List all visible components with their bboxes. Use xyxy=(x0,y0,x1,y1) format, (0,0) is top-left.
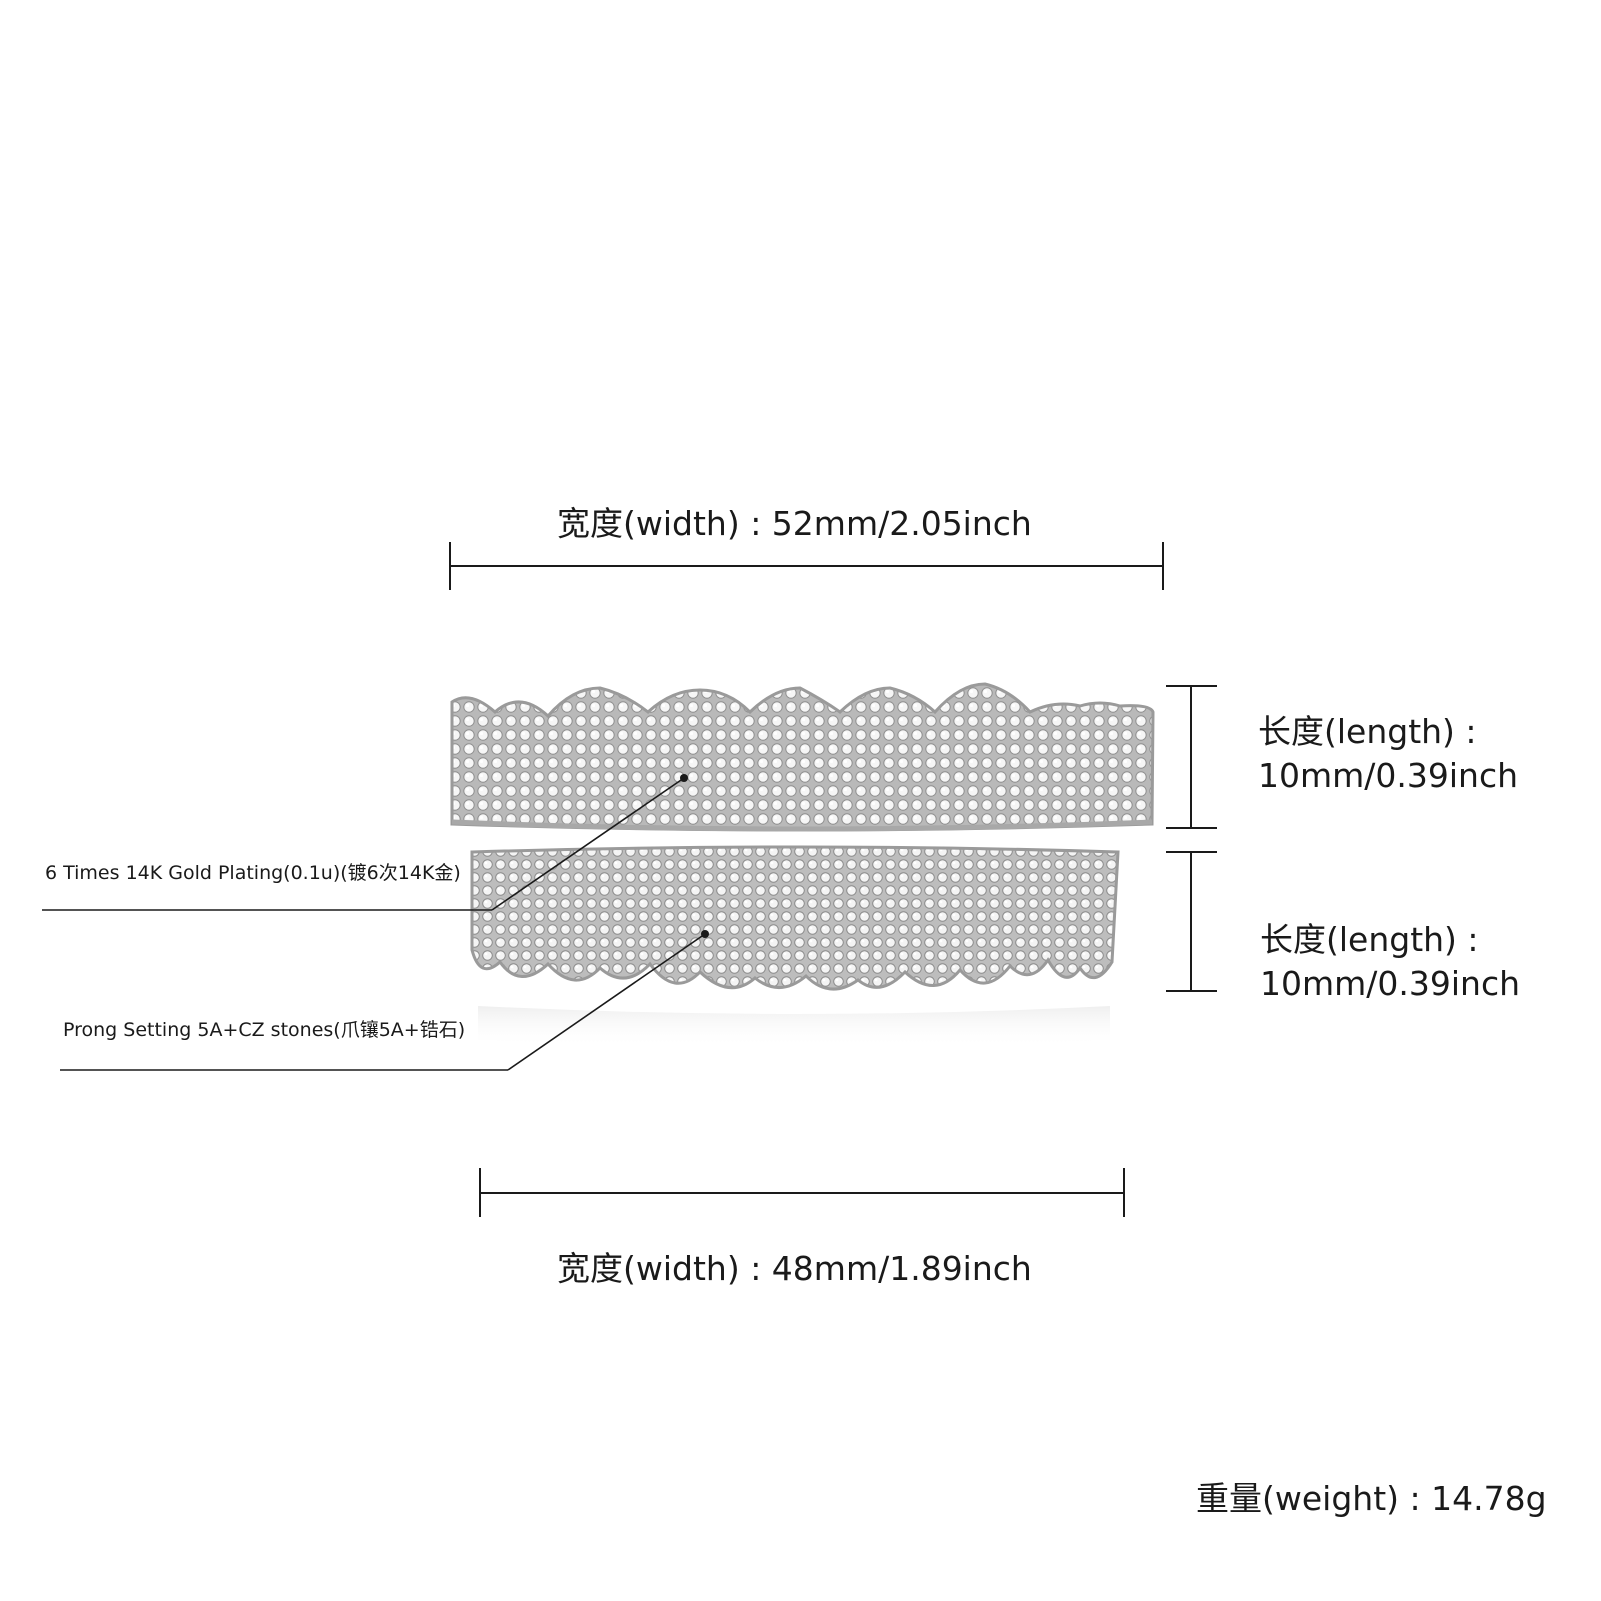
bottom-width-label: 宽度(width) : 48mm/1.89inch xyxy=(557,1249,1032,1288)
plating-callout-leader xyxy=(42,777,685,911)
upper-grill-image xyxy=(450,682,1155,832)
weight-label: 重量(weight) : 14.78g xyxy=(1196,1479,1547,1518)
setting-callout-leader xyxy=(60,933,706,1071)
top-width-label: 宽度(width) : 52mm/2.05inch xyxy=(557,504,1032,543)
upper-length-label-line1: 长度(length) : xyxy=(1258,712,1477,751)
lower-grill-image xyxy=(470,845,1120,1048)
upper-length-label-line2: 10mm/0.39inch xyxy=(1258,756,1519,795)
upper-length-label: 长度(length) : 10mm/0.39inch xyxy=(1258,710,1518,798)
upper-length-dimension-line xyxy=(1166,685,1217,829)
setting-callout-text: Prong Setting 5A+CZ stones(爪镶5A+锆石) xyxy=(63,1019,466,1041)
lower-length-label-line1: 长度(length) : xyxy=(1260,920,1479,959)
lower-length-dimension-line xyxy=(1166,851,1217,992)
bottom-width-dimension-line xyxy=(479,1168,1125,1217)
lower-length-label: 长度(length) : 10mm/0.39inch xyxy=(1260,918,1520,1006)
setting-callout-dot xyxy=(701,930,709,938)
top-width-dimension-line xyxy=(449,542,1164,590)
plating-callout-text: 6 Times 14K Gold Plating(0.1u)(镀6次14K金) xyxy=(45,862,461,884)
lower-length-label-line2: 10mm/0.39inch xyxy=(1260,964,1521,1003)
plating-callout-dot xyxy=(680,774,688,782)
